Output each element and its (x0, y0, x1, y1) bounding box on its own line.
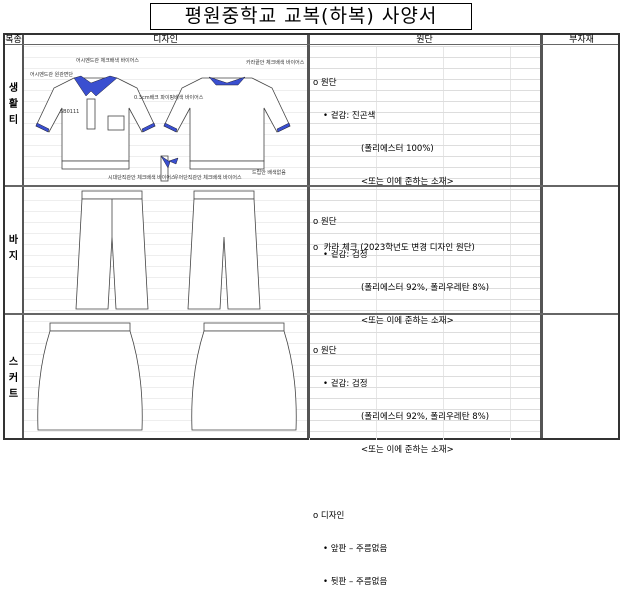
spec-line: o 원단 (313, 217, 337, 227)
spec-line: (폴리에스터 92%, 폴리우레탄 8%) (361, 412, 490, 422)
spec-line: • 앞판 – 주름없음 (323, 544, 388, 554)
spec-line: • 겉감: 진곤색 (323, 111, 376, 121)
shirt-drawing: 어시멘드관 원관면단 어시멘드관 체크배색 바이어스 0.3cm배크 파이핑배색… (30, 57, 305, 182)
spec-table: 복종 디자인 원단 부자재 생활티 바지 스커트 o 원단 • 겉감: 진곤색 … (3, 33, 620, 587)
pants-spec: o 원단 • 겉감: 검정 (폴리에스터 92%, 폴리우레탄 8%) <또는 … (313, 195, 489, 349)
shirt-annotations: 어시멘드관 원관면단 어시멘드관 체크배색 바이어스 0.3cm배크 파이핑배색… (30, 57, 305, 181)
header-category: 복종 (5, 35, 22, 45)
spec-line (313, 478, 489, 489)
spec-line: (폴리에스터 100%) (361, 144, 434, 154)
collar (73, 75, 118, 97)
spec-line: o 원단 (313, 346, 337, 356)
category-pants: 바지 (8, 235, 19, 262)
page-title: 평원중학교 교복(하복) 사양서 (150, 3, 472, 30)
fabric-grid (309, 46, 541, 440)
spec-line: • 뒷판 – 주름없음 (323, 577, 388, 587)
spec-line: (폴리에스터 92%, 폴리우레탄 8%) (361, 283, 490, 293)
shirt-spec: o 원단 • 겉감: 진곤색 (폴리에스터 100%) <또는 이에 준하는 소… (313, 56, 475, 276)
category-skirt: 스커트 (8, 357, 19, 400)
spec-line: <또는 이에 준하는 소재> (361, 445, 454, 455)
spec-line: <또는 이에 준하는 소재> (361, 316, 454, 326)
spec-line: o 원단 (313, 78, 337, 88)
svg-text:드립안 배색없음: 드립안 배색없음 (252, 169, 286, 176)
skirt-spec: o 원단 • 겉감: 검정 (폴리에스터 92%, 폴리우레탄 8%) <또는 … (313, 324, 489, 610)
svg-text:우어단직관안 체크배색 바이어스: 우어단직관안 체크배색 바이어스 (174, 174, 242, 181)
svg-text:어시멘드관 체크배색 바이어스: 어시멘드관 체크배색 바이어스 (76, 57, 139, 64)
category-shirt: 생활티 (8, 83, 19, 126)
svg-text:어시멘드관 원관면단: 어시멘드관 원관면단 (30, 71, 73, 78)
header-fabric: 원단 (416, 35, 433, 45)
spec-line: • 겉감: 검정 (323, 379, 368, 389)
spec-line: o 디자인 (313, 511, 345, 521)
svg-text:0.3cm배크 파이핑배색 바이어스: 0.3cm배크 파이핑배색 바이어스 (134, 94, 204, 101)
svg-text:카라끝안 체크배색 바이어스: 카라끝안 체크배색 바이어스 (246, 59, 305, 66)
svg-text:SB0111: SB0111 (60, 109, 79, 115)
spec-line: o 카라 체크 (2023학년도 변경 디자인 원단) (313, 243, 475, 253)
skirt-drawing (37, 322, 297, 431)
svg-text:시대단직관안 체크배색 바이어스: 시대단직관안 체크배색 바이어스 (108, 174, 176, 181)
spec-line: • 겉감: 검정 (323, 250, 368, 260)
header-design: 디자인 (153, 35, 178, 45)
spec-line: <또는 이에 준하는 소재> (361, 177, 454, 187)
header-accessories: 부자재 (569, 35, 594, 45)
pants-drawing (75, 190, 261, 310)
